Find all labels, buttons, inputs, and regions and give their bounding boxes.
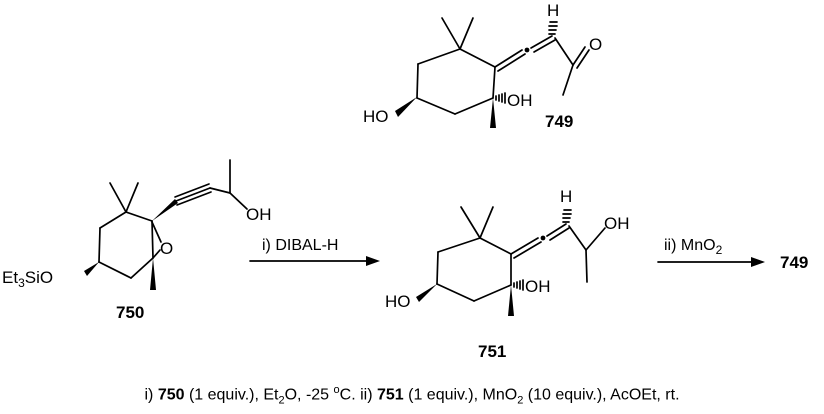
- hashed-bond: [548, 21, 558, 35]
- atom-label-ho: HO: [385, 292, 411, 311]
- wedge-bond: [508, 285, 514, 316]
- compound-751-structure: [416, 206, 606, 316]
- svg-text:Et3SiO: Et3SiO: [2, 268, 53, 290]
- atom-label-o: O: [160, 239, 173, 258]
- atom-label-ho: HO: [363, 107, 389, 126]
- reagent-label-mno2: ii) MnO2: [664, 237, 723, 257]
- atom-label-oh-side: OH: [604, 214, 630, 233]
- compound-749-structure: [395, 17, 590, 128]
- atom-label-oh: OH: [507, 91, 533, 110]
- wedge-bond: [395, 97, 417, 117]
- wedge-bond: [416, 284, 437, 302]
- atom-label-et3sio: Et3SiO: [2, 268, 53, 290]
- atom-label-h: H: [560, 187, 572, 206]
- hashed-bond: [562, 209, 572, 223]
- compound-number-751: 751: [478, 342, 506, 361]
- hashed-bond: [495, 92, 506, 104]
- product-compound-number-749: 749: [780, 253, 808, 272]
- wedge-bond: [150, 258, 156, 290]
- reaction-arrow-1: [249, 256, 380, 266]
- compound-750-structure: [84, 159, 248, 290]
- atom-label-h: H: [547, 1, 559, 20]
- compound-number-750: 750: [116, 303, 144, 322]
- atom-label-oh-ring: OH: [525, 277, 551, 296]
- reaction-arrow-2: [657, 257, 765, 267]
- hashed-bond: [513, 279, 524, 291]
- wedge-bond: [152, 199, 178, 221]
- compound-number-749: 749: [545, 112, 573, 131]
- wedge-bond: [84, 262, 99, 276]
- atom-label-oh: OH: [246, 205, 272, 224]
- reagent-label-dibal-h: i) DIBAL-H: [262, 237, 338, 254]
- reaction-conditions: i) 750 (1 equiv.), Et2O, -25 oC. ii) 751…: [144, 384, 680, 407]
- atom-label-o: O: [589, 35, 602, 54]
- svg-text:ii) MnO2: ii) MnO2: [664, 237, 723, 257]
- wedge-bond: [490, 98, 496, 128]
